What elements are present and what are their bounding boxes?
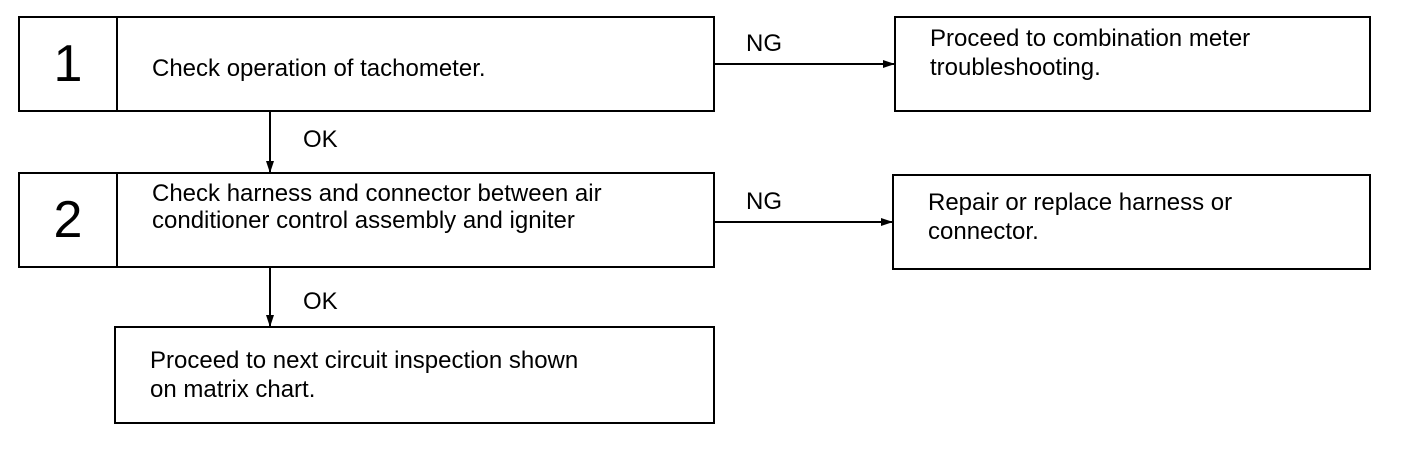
ok-label-2: OK xyxy=(303,288,338,315)
step-1-text: Check operation of tachometer. xyxy=(152,54,486,82)
ok-label-1: OK xyxy=(303,126,338,153)
step-2-ng-result-text: Repair or replace harness or connector. xyxy=(928,189,1233,245)
step-2-text: Check harness and connector between air … xyxy=(152,180,602,234)
ng-label-2: NG xyxy=(746,188,782,215)
step-1-ng-result-box: Proceed to combination meter troubleshoo… xyxy=(894,16,1371,112)
step-2-number: 2 xyxy=(20,174,118,266)
step-2-box: 2 Check harness and connector between ai… xyxy=(18,172,715,268)
step-1-number: 1 xyxy=(20,18,118,110)
step-2-ng-result-box: Repair or replace harness or connector. xyxy=(892,174,1371,270)
step-1-ng-result-text: Proceed to combination meter troubleshoo… xyxy=(930,25,1251,81)
final-result-text: Proceed to next circuit inspection shown… xyxy=(150,347,579,403)
final-result-box: Proceed to next circuit inspection shown… xyxy=(114,326,715,424)
step-1-box: 1 Check operation of tachometer. xyxy=(18,16,715,112)
ng-label-1: NG xyxy=(746,30,782,57)
